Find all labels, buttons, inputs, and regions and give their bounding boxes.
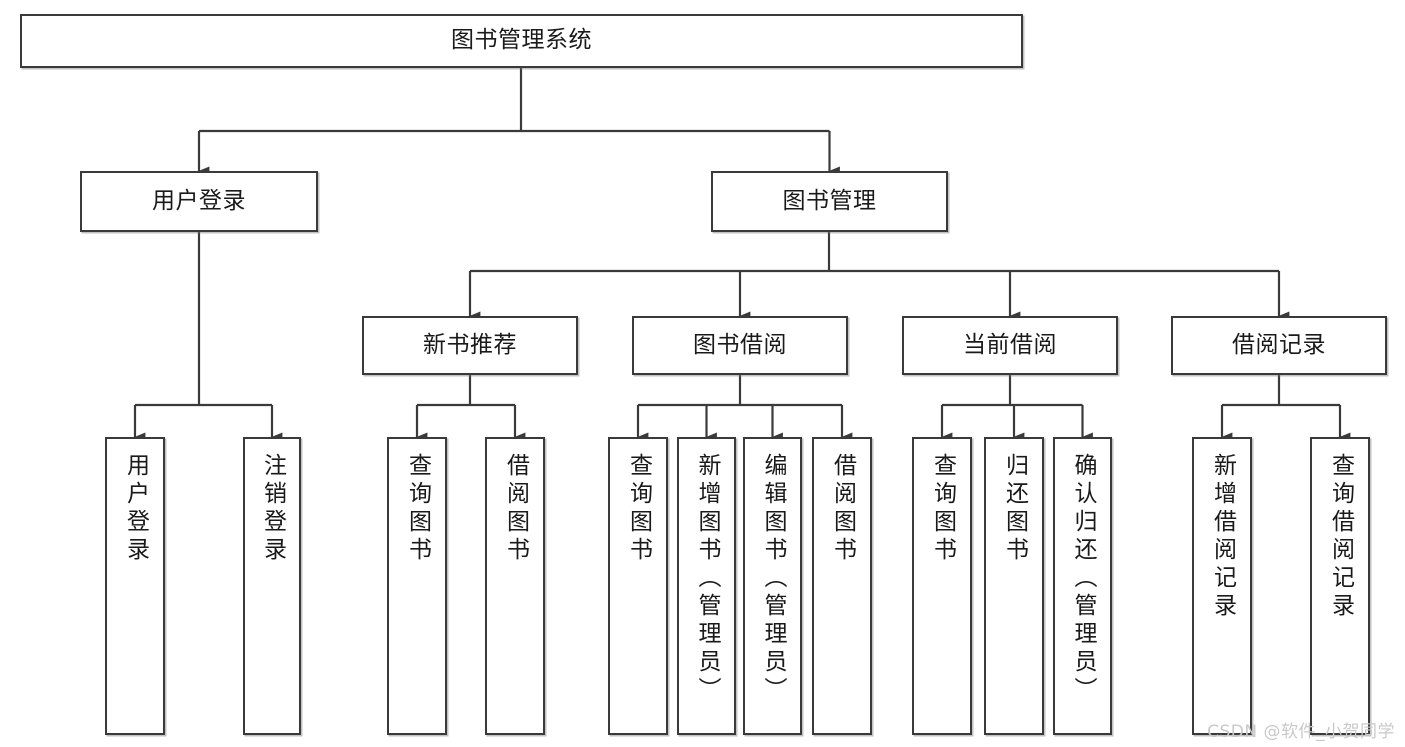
node-current-borrow[interactable]: 当前借阅 — [902, 316, 1118, 375]
node-leaf-edit-book[interactable]: 编辑图书（管理员） — [743, 437, 802, 735]
node-label: 查询图书 — [625, 453, 652, 565]
node-leaf-query-book-3[interactable]: 查询图书 — [912, 437, 972, 735]
node-label: 借阅记录 — [1232, 331, 1326, 358]
node-user-login[interactable]: 用户登录 — [80, 171, 318, 232]
node-book-borrow[interactable]: 图书借阅 — [632, 316, 848, 375]
node-new-book-recommend[interactable]: 新书推荐 — [362, 316, 578, 375]
node-label: 查询图书 — [404, 453, 431, 565]
node-leaf-add-book[interactable]: 新增图书（管理员） — [677, 437, 736, 735]
node-label: 归还图书 — [1001, 453, 1028, 565]
node-label: 新增图书（管理员） — [694, 453, 720, 705]
node-label: 编辑图书（管理员） — [760, 453, 786, 705]
node-label: 注销登录 — [259, 453, 286, 565]
node-label: 查询借阅记录 — [1327, 453, 1354, 621]
node-leaf-confirm-return[interactable]: 确认归还（管理员） — [1053, 437, 1112, 735]
node-label: 新书推荐 — [423, 331, 517, 358]
node-label: 新增借阅记录 — [1209, 453, 1236, 621]
node-label: 借阅图书 — [502, 453, 529, 565]
node-leaf-add-record[interactable]: 新增借阅记录 — [1192, 437, 1252, 735]
node-label: 借阅图书 — [829, 453, 856, 565]
node-label: 图书借阅 — [693, 331, 787, 358]
node-label: 用户登录 — [152, 187, 246, 214]
node-label: 查询图书 — [929, 453, 956, 565]
edge-group — [133, 68, 1351, 442]
node-leaf-query-book-2[interactable]: 查询图书 — [608, 437, 668, 735]
node-label: 用户登录 — [122, 453, 149, 565]
node-book-manage[interactable]: 图书管理 — [711, 171, 948, 232]
node-borrow-record[interactable]: 借阅记录 — [1171, 316, 1387, 375]
node-leaf-user-logout[interactable]: 注销登录 — [243, 437, 301, 735]
node-label: 当前借阅 — [963, 331, 1057, 358]
node-label: 图书管理 — [782, 187, 877, 214]
watermark: CSDN @软件_小贺同学 — [1207, 722, 1395, 742]
node-label: 确认归还（管理员） — [1070, 453, 1096, 705]
node-leaf-query-record[interactable]: 查询借阅记录 — [1310, 437, 1370, 735]
node-leaf-borrow-book-2[interactable]: 借阅图书 — [812, 437, 872, 735]
node-leaf-user-login[interactable]: 用户登录 — [105, 437, 165, 735]
node-leaf-query-book-1[interactable]: 查询图书 — [387, 437, 447, 735]
node-root[interactable]: 图书管理系统 — [20, 14, 1023, 68]
node-leaf-borrow-book-1[interactable]: 借阅图书 — [485, 437, 545, 735]
node-label: 图书管理系统 — [451, 27, 592, 54]
node-leaf-return-book[interactable]: 归还图书 — [984, 437, 1044, 735]
